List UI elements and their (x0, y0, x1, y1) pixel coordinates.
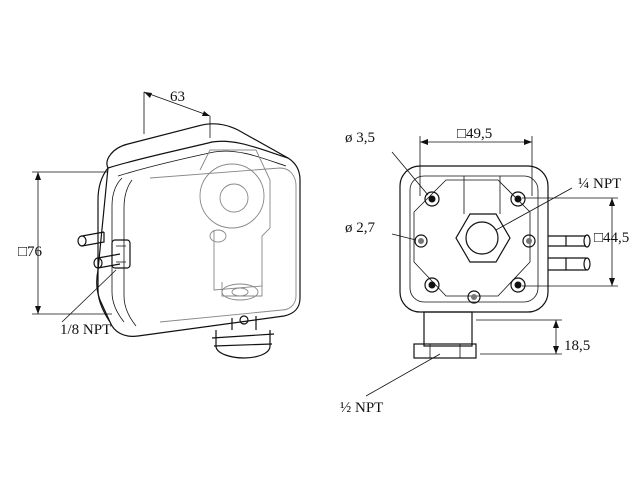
dim-76-line (32, 171, 112, 315)
octagon-plate (413, 179, 531, 297)
nipple-block-detail (116, 245, 126, 263)
isometric-view: 63 □76 1/8 NPT (18, 89, 301, 359)
hole-small-leader (391, 233, 417, 241)
dim-18-line (476, 319, 562, 355)
dim-44-arrow-b (609, 278, 615, 286)
dim-side-spacing: □44,5 (594, 230, 629, 246)
internal-screw (209, 229, 227, 243)
housing-left-panel-inner (111, 177, 125, 323)
diaphragm-ring-outer (199, 163, 265, 229)
housing-left-panel (97, 167, 111, 323)
port-label: 1/8 NPT (60, 322, 111, 338)
hole-small-bottom (467, 290, 481, 304)
port-leader (61, 269, 117, 323)
diaphragm-ring-inner (219, 183, 249, 213)
right-nipples (548, 234, 591, 271)
dim-hole-large: ø 3,5 (345, 130, 375, 146)
hole-small-left (414, 234, 428, 248)
dim-63-line (143, 91, 211, 138)
dim-44-arrow-a (609, 198, 615, 206)
dim-18-arrow-b (553, 346, 559, 354)
dim-44-line (522, 197, 618, 287)
center-hex (455, 213, 511, 263)
internal-bushing (221, 283, 259, 301)
dim-center-port: ¼ NPT (578, 176, 621, 192)
dim-63-arrow-a (144, 92, 152, 98)
dim-height: □76 (18, 244, 43, 260)
bottom-screw (239, 315, 249, 325)
dim-63-arrow-b (202, 111, 210, 116)
cover-outline (149, 167, 297, 323)
dim-76-arrow-b (35, 306, 41, 314)
bottom-port-leader (365, 353, 441, 397)
hole-large-leader (391, 151, 429, 196)
dim-depth: 63 (170, 89, 185, 105)
dim-hole-spacing: □49,5 (457, 126, 492, 142)
hole-large-tr (510, 191, 526, 207)
dim-76-arrow-a (35, 172, 41, 180)
side-nipple-lower (93, 253, 121, 269)
center-port (465, 221, 499, 255)
hole-small-right (522, 234, 536, 248)
hole-large-br (510, 277, 526, 293)
dim-49-arrow-b (524, 139, 532, 145)
bottom-fitting-hex (211, 333, 275, 347)
dim-49-arrow-a (420, 139, 428, 145)
housing-top-edge (107, 140, 289, 169)
top-notch (463, 176, 501, 214)
bottom-fitting-neck (231, 316, 257, 330)
housing-top-edge-inner (117, 150, 287, 177)
dim-hole-small: ø 2,7 (345, 220, 376, 236)
internal-bushing-inner (231, 287, 249, 297)
bottom-hex-line (429, 344, 461, 358)
hole-large-bl (424, 277, 440, 293)
dim-bottom-height: 18,5 (564, 338, 590, 354)
bottom-hex-nut (413, 343, 477, 359)
bottom-fitting (215, 330, 271, 359)
bottom-port-label: ½ NPT (340, 400, 383, 416)
bottom-neck (423, 311, 473, 347)
housing-left-panel-inner2 (123, 179, 137, 327)
side-nipple-upper (77, 231, 105, 247)
front-body-inner (409, 175, 539, 303)
front-view: □49,5 ø 3,5 ø 2,7 ¼ NPT □44,5 18,5 ½ NPT (340, 126, 629, 416)
front-body (399, 165, 549, 313)
internal-bracket (199, 149, 271, 291)
nipple-block (111, 239, 131, 269)
hole-large-tl (424, 191, 440, 207)
center-port-leader (495, 187, 573, 231)
dim-18-arrow-a (553, 320, 559, 328)
